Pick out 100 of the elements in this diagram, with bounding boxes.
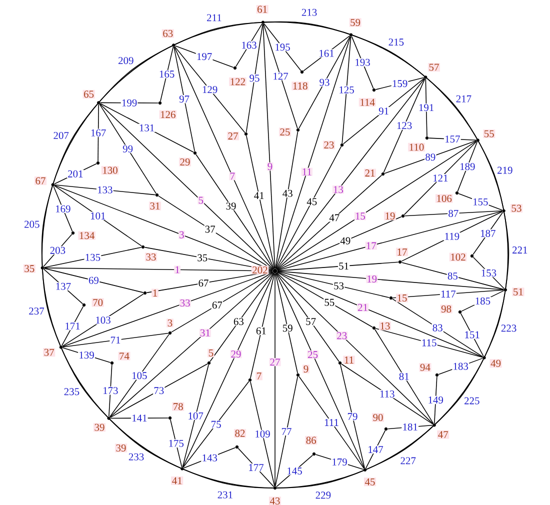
edge-label: 107 (187, 412, 204, 420)
edge-line (110, 419, 181, 468)
edge-label: 221 (512, 246, 528, 254)
edge-label: 177 (248, 463, 264, 472)
edge-line (144, 246, 273, 271)
edge-line (277, 270, 504, 290)
edge-label: 225 (464, 397, 480, 404)
vertex-label: 78 (172, 402, 184, 411)
edge-line (99, 104, 156, 194)
edge-line (171, 272, 274, 332)
vertex-label: 7 (256, 372, 262, 380)
edge-line (43, 268, 84, 304)
edge-line (457, 141, 478, 192)
edge-line (460, 313, 484, 356)
edge-line (108, 364, 112, 417)
edge-line (374, 329, 434, 424)
vertex-label: 126 (159, 110, 177, 119)
edge-label: 37 (204, 225, 216, 234)
edge-line (44, 268, 144, 293)
edge-line (277, 271, 390, 298)
edge-label: 151 (464, 330, 481, 339)
edge-label: 139 (78, 350, 95, 360)
edge-line (375, 328, 483, 358)
edge-line (392, 290, 504, 298)
edge-label: 95 (248, 74, 260, 82)
edge-label: 17 (365, 242, 377, 250)
vertex-label: 21 (364, 168, 376, 178)
edge-line (53, 104, 98, 184)
edge-line (343, 78, 425, 144)
edge-label: 85 (446, 272, 459, 280)
edge-label: 227 (400, 457, 416, 464)
edge-line (54, 163, 97, 184)
edge-label: 51 (338, 262, 350, 270)
edge-label: 217 (456, 95, 472, 102)
edge-line (404, 210, 502, 216)
edge-label: 125 (338, 86, 355, 94)
edge-line (425, 78, 428, 137)
vertex-label: 202 (251, 266, 269, 274)
edge-label: 135 (84, 253, 102, 262)
vertex-label: 118 (292, 82, 309, 90)
edge-line (303, 35, 350, 72)
vertex-label: 67 (34, 176, 47, 186)
edge-line (246, 24, 264, 133)
edge-label: 209 (118, 57, 134, 64)
edge-line (158, 196, 274, 270)
vertex-label: 17 (396, 248, 408, 256)
vertex-label: 23 (322, 140, 336, 150)
edge-line (100, 102, 159, 104)
edge-line (472, 256, 505, 289)
edge-label: 67 (198, 278, 210, 288)
edge-line (315, 454, 364, 470)
edge-line (174, 22, 262, 45)
edge-label: 19 (366, 274, 378, 284)
edge-line (276, 272, 365, 469)
edge-line (44, 246, 142, 268)
edge-line (276, 146, 342, 270)
edge-label: 87 (448, 209, 460, 218)
edge-label: 197 (196, 52, 213, 61)
edge-line (428, 138, 476, 141)
vertex-label: 1 (152, 288, 158, 298)
edge-line (274, 376, 298, 487)
edge-line (246, 135, 275, 269)
edge-label: 179 (331, 458, 348, 466)
edge-label: 3 (178, 230, 185, 239)
edge-label: 93 (318, 78, 330, 86)
edge-line (196, 154, 274, 270)
edge-label: 129 (201, 85, 218, 94)
edge-line (43, 234, 72, 267)
edge-line (264, 23, 302, 71)
edge-line (401, 262, 504, 290)
edge-line (182, 381, 250, 468)
edge-line (276, 174, 382, 270)
edge-label: 195 (274, 43, 291, 52)
edge-line (182, 364, 209, 468)
edge-label: 81 (398, 372, 410, 381)
edge-label: 185 (474, 296, 492, 306)
edge-line (44, 268, 273, 272)
edge-label: 109 (254, 430, 271, 438)
vertex-label: 134 (78, 231, 96, 240)
edge-label: 219 (498, 166, 512, 174)
edge-label: 83 (432, 324, 444, 332)
edge-line (366, 426, 434, 470)
edge-label: 149 (427, 396, 444, 404)
edge-label: 7 (229, 172, 236, 180)
edge-label: 115 (420, 338, 438, 347)
vertex-label: 86 (305, 436, 318, 445)
edge-line (484, 291, 506, 356)
vertex-label: 82 (234, 428, 246, 438)
edge-label: 205 (24, 220, 40, 228)
edge-label: 63 (232, 317, 245, 326)
edge-label: 13 (332, 185, 344, 194)
edge-line (183, 469, 274, 488)
edge-line (41, 186, 53, 266)
edge-label: 163 (240, 41, 258, 50)
edge-label: 223 (501, 324, 516, 332)
edge-label: 119 (444, 232, 460, 240)
edge-label: 191 (418, 103, 435, 112)
edge-line (365, 430, 386, 469)
edge-line (276, 140, 477, 270)
edge-line (387, 424, 433, 430)
